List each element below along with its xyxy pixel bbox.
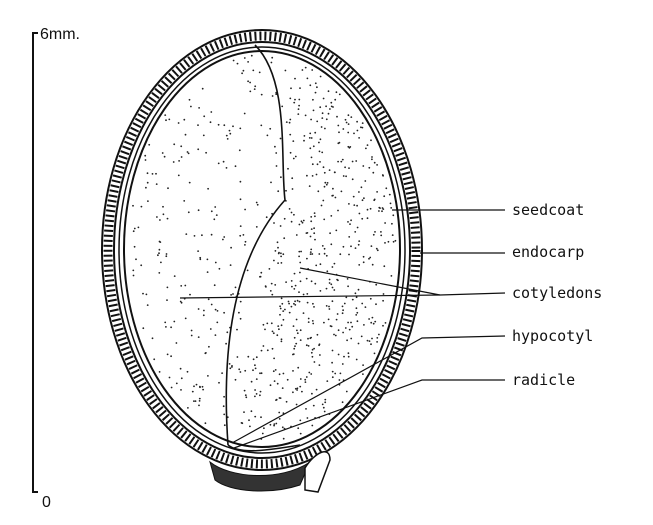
seedcoat-layer <box>103 31 421 469</box>
scale-top-label: 6mm. <box>40 26 80 43</box>
label-hypocotyl: hypocotyl <box>512 327 593 345</box>
label-endocarp: endocarp <box>512 243 584 261</box>
funiculus <box>304 450 331 493</box>
label-cotyledons: cotyledons <box>512 284 602 302</box>
label-seedcoat: seedcoat <box>512 201 584 219</box>
label-radicle: radicle <box>512 371 575 389</box>
leader-lines <box>179 209 506 449</box>
cotyledon-outline <box>123 50 401 448</box>
hypocotyl-tip <box>227 444 301 452</box>
cotyledon-division <box>225 44 286 446</box>
seed-section <box>101 29 423 493</box>
scale-bottom-label: 0 <box>42 494 51 511</box>
endocarp-layer <box>118 46 406 454</box>
stipple-dots <box>132 54 397 440</box>
scale-bar: 6mm. 0 <box>32 26 80 511</box>
hilum <box>209 460 312 492</box>
